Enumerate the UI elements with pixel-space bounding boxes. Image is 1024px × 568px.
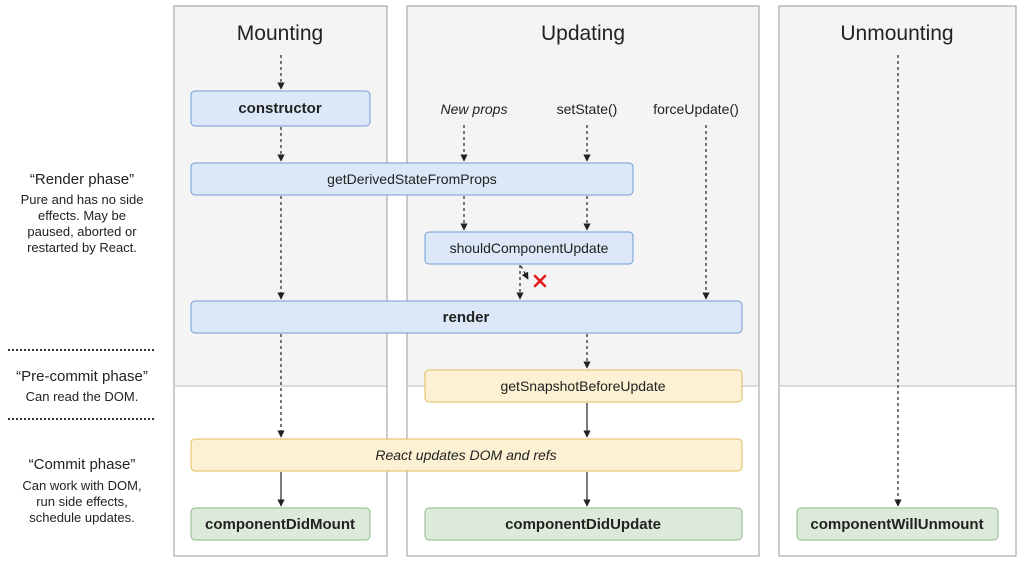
render-phase-desc-4: restarted by React. <box>27 240 137 255</box>
node-get-snapshot: getSnapshotBeforeUpdate <box>424 369 743 403</box>
node-component-did-mount-label: componentDidMount <box>205 516 355 533</box>
precommit-phase-desc-1: Can read the DOM. <box>26 389 139 404</box>
precommit-phase-title: “Pre-commit phase” <box>16 368 148 385</box>
commit-phase-desc-2: run side effects, <box>36 494 128 509</box>
render-phase-desc-1: Pure and has no side <box>21 192 144 207</box>
commit-phase-desc-1: Can work with DOM, <box>22 478 141 493</box>
node-render: render <box>190 300 743 334</box>
commit-phase-label: “Commit phase” Can work with DOM, run si… <box>22 456 141 525</box>
render-phase-desc-2: effects. May be <box>38 208 126 223</box>
render-phase-title: “Render phase” <box>30 171 134 188</box>
commit-phase-desc-3: schedule updates. <box>29 510 135 525</box>
precommit-phase-label: “Pre-commit phase” Can read the DOM. <box>16 368 148 404</box>
node-constructor: constructor <box>190 90 371 127</box>
node-get-derived-state: getDerivedStateFromProps <box>190 162 634 196</box>
node-react-updates-dom-label: React updates DOM and refs <box>375 447 556 463</box>
node-get-snapshot-label: getSnapshotBeforeUpdate <box>500 378 665 394</box>
commit-phase-title: “Commit phase” <box>29 456 136 473</box>
column-title-unmounting: Unmounting <box>840 22 953 45</box>
node-render-label: render <box>443 309 490 326</box>
node-component-did-update-label: componentDidUpdate <box>505 516 661 533</box>
node-get-derived-state-label: getDerivedStateFromProps <box>327 171 497 187</box>
node-should-component-update: shouldComponentUpdate <box>424 231 634 265</box>
render-phase-label: “Render phase” Pure and has no side effe… <box>21 171 144 255</box>
node-component-did-update: componentDidUpdate <box>424 507 743 541</box>
render-phase-desc-3: paused, aborted or <box>27 224 137 239</box>
trigger-set-state: setState() <box>557 101 618 117</box>
unmounting-column: Unmounting <box>778 5 1017 557</box>
cancel-x-icon <box>533 274 547 288</box>
node-component-will-unmount: componentWillUnmount <box>796 507 999 541</box>
node-should-component-update-label: shouldComponentUpdate <box>450 240 609 256</box>
dashed-connectors <box>277 55 902 507</box>
node-component-did-mount: componentDidMount <box>190 507 371 541</box>
trigger-force-update: forceUpdate() <box>653 101 739 117</box>
column-title-updating: Updating <box>541 22 625 45</box>
node-constructor-label: constructor <box>238 100 322 117</box>
column-title-mounting: Mounting <box>237 22 323 45</box>
trigger-new-props: New props <box>441 101 508 117</box>
node-react-updates-dom: React updates DOM and refs <box>190 438 743 472</box>
node-component-will-unmount-label: componentWillUnmount <box>810 516 983 533</box>
solid-connectors <box>277 403 591 507</box>
